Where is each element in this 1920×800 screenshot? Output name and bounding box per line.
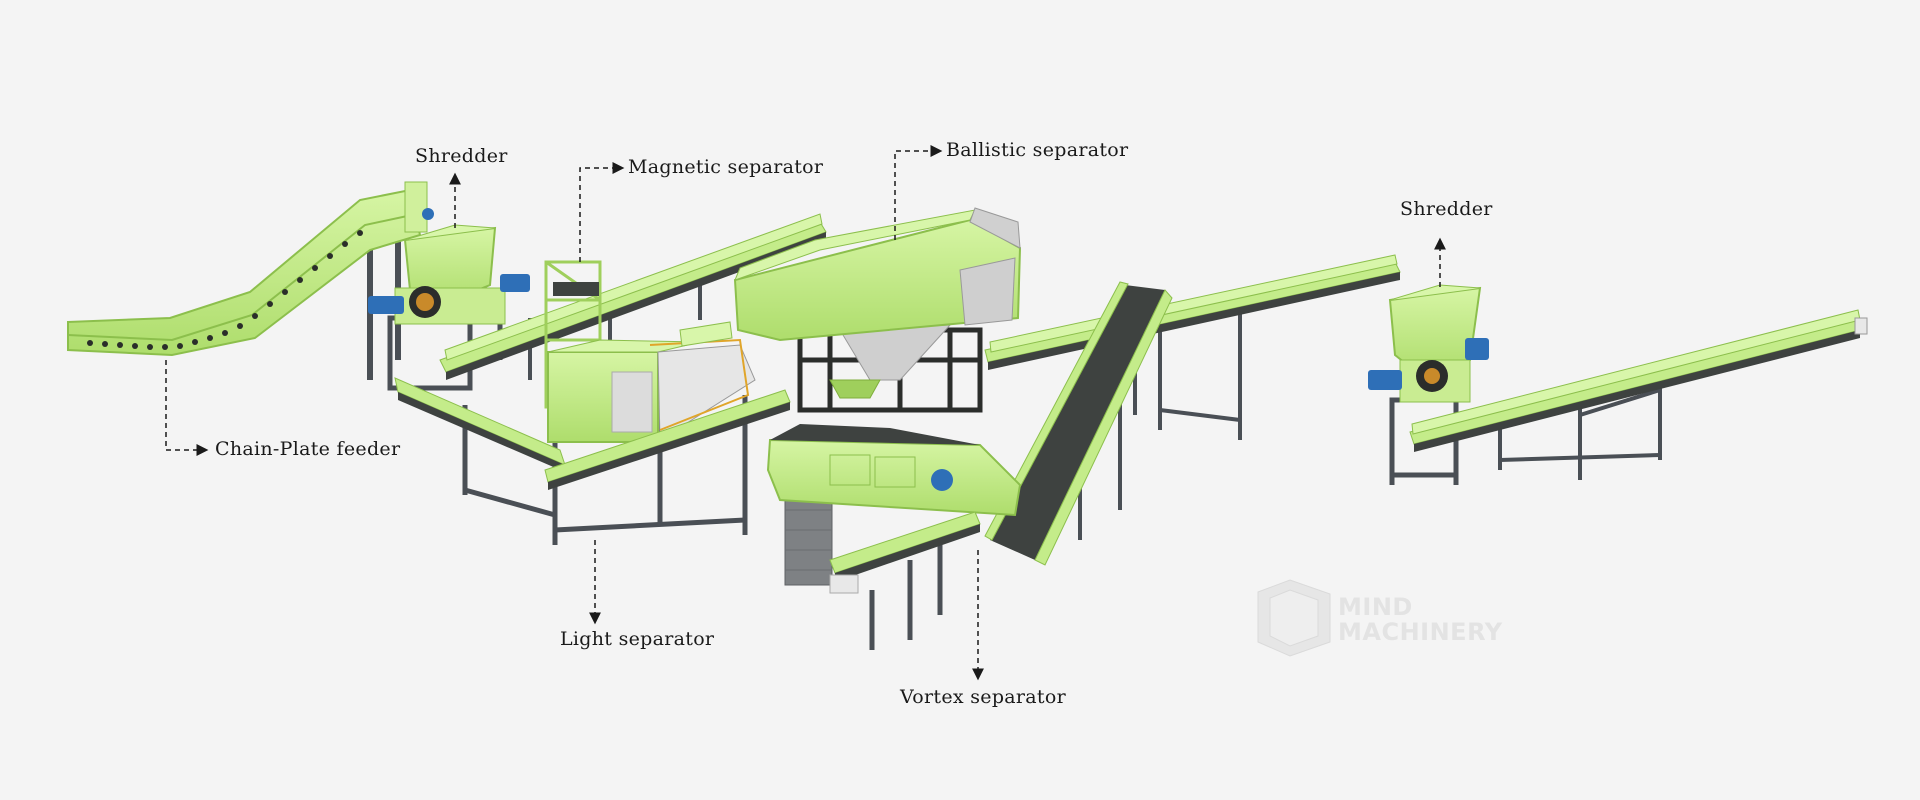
chain-plate-feeder xyxy=(67,181,434,380)
shredder-right xyxy=(1368,284,1489,485)
inclined-belt-conveyor xyxy=(984,281,1173,566)
callout-leaders xyxy=(165,145,1446,681)
leader-magnetic xyxy=(579,162,625,262)
conveyor-to-right-shredder xyxy=(984,254,1401,440)
label-shredder-left: Shredder xyxy=(415,145,508,167)
vortex-separator xyxy=(766,424,1022,650)
watermark-line2: MACHINERY xyxy=(1338,618,1503,646)
label-shredder-right: Shredder xyxy=(1400,198,1493,220)
light-separator xyxy=(394,321,791,545)
watermark-logo-icon xyxy=(1257,579,1331,657)
conveyor-to-ballistic xyxy=(439,213,827,380)
shredder-left xyxy=(368,224,530,391)
label-ballistic-separator: Ballistic separator xyxy=(946,139,1129,161)
discharge-conveyor xyxy=(1409,309,1868,480)
ballistic-separator xyxy=(733,207,1022,413)
watermark-line1: MIND xyxy=(1338,593,1413,621)
label-vortex-separator: Vortex separator xyxy=(900,686,1066,708)
label-light-separator: Light separator xyxy=(560,628,715,650)
label-chain-plate-feeder: Chain-Plate feeder xyxy=(215,438,401,460)
leader-ballistic xyxy=(894,145,943,240)
leader-chain-plate xyxy=(165,360,209,456)
label-magnetic-separator: Magnetic separator xyxy=(628,156,824,178)
